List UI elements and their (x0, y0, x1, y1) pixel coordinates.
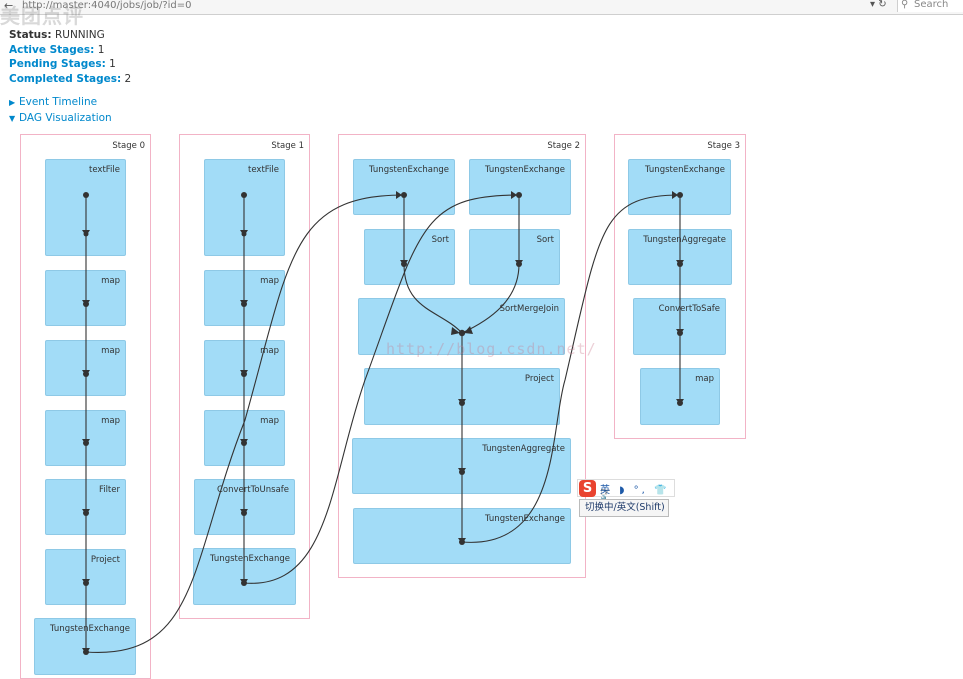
active-stages-value: 1 (97, 43, 105, 56)
node-label: TungstenExchange (210, 554, 290, 564)
completed-stages-link[interactable]: Completed Stages: (9, 72, 122, 85)
node-label: map (695, 374, 714, 384)
stage-1-label: Stage 1 (271, 141, 304, 151)
stage-2-node-sort-left[interactable]: Sort (364, 229, 455, 285)
search-icon: ⚲ (901, 0, 909, 10)
node-label: SortMergeJoin (499, 304, 559, 314)
node-label: TungstenAggregate (482, 444, 565, 454)
node-label: map (101, 346, 120, 356)
event-timeline-label[interactable]: Event Timeline (19, 96, 98, 108)
node-label: map (260, 346, 279, 356)
dag-visualization-label[interactable]: DAG Visualization (19, 111, 112, 124)
node-label: map (260, 276, 279, 286)
search-input[interactable]: ⚲ Search (897, 0, 963, 12)
node-label: Filter (98, 485, 120, 495)
edge-s2-to-s3 (461, 194, 681, 543)
search-placeholder: Search (914, 0, 949, 10)
edge-s2-right-join (461, 263, 520, 334)
url-text[interactable]: http://master:4040/jobs/job/?id=0 (22, 0, 192, 11)
ime-toolbar[interactable]: S 英 ◗ °, 👕 🔧 (577, 479, 675, 507)
node-label: map (101, 276, 120, 286)
site-logo-watermark: 美团点评 (0, 4, 84, 28)
dag-visualization-toggle[interactable]: ▼DAG Visualization (9, 111, 112, 127)
ime-tooltip: 切换中/英文(Shift) (579, 499, 669, 517)
node-label: TungstenExchange (369, 165, 449, 175)
node-label: map (260, 416, 279, 426)
node-label: ConvertToUnsafe (216, 485, 289, 495)
status-label: Status: (9, 29, 52, 41)
node-label: Sort (431, 235, 449, 245)
status-value: RUNNING (54, 29, 105, 41)
active-stages-link[interactable]: Active Stages: (9, 43, 95, 56)
stage-0-label: Stage 0 (112, 141, 145, 151)
stage-2-label: Stage 2 (547, 141, 580, 151)
sogou-logo-icon[interactable]: S (579, 480, 596, 497)
pending-stages-link[interactable]: Pending Stages: (9, 58, 106, 70)
blog-watermark: http://blog.csdn.net/ (386, 340, 597, 358)
edge-s0-to-s2 (85, 194, 405, 653)
stage-0-node-tungstenexchange[interactable]: TungstenExchange (34, 618, 136, 675)
node-label: textFile (89, 165, 120, 175)
back-arrow-icon[interactable]: ← (4, 0, 14, 12)
node-label: textFile (248, 165, 279, 175)
node-label: Project (90, 555, 120, 565)
triangle-right-icon: ▶ (9, 98, 16, 107)
completed-stages-value: 2 (124, 72, 132, 85)
stage-2-node-tungstenexchange-right[interactable]: TungstenExchange (469, 159, 571, 215)
toggle-section: ▶Event Timeline ▼DAG Visualization (9, 95, 112, 126)
node-label: map (101, 416, 120, 426)
node-label: Project (524, 374, 554, 384)
node-label: TungstenAggregate (643, 235, 726, 245)
node-label: ConvertToSafe (658, 304, 720, 314)
stage-2-node-sort-right[interactable]: Sort (469, 229, 560, 285)
node-label: TungstenExchange (50, 624, 130, 634)
reload-icon[interactable]: ▾ ↻ (870, 0, 887, 10)
completed-stages-row[interactable]: Completed Stages: 2 (9, 72, 131, 87)
stage-3-label: Stage 3 (707, 141, 740, 151)
mouse-cursor-icon: ☞ (600, 485, 611, 499)
job-summary: Status: RUNNING Active Stages: 1 Pending… (9, 28, 131, 86)
event-timeline-toggle[interactable]: ▶Event Timeline (9, 95, 112, 111)
triangle-down-icon: ▼ (9, 113, 16, 123)
edge-s1-to-s2 (243, 194, 520, 584)
status-row: Status: RUNNING (9, 28, 131, 43)
edge-s2-left-join (403, 263, 463, 334)
node-label: TungstenExchange (645, 165, 725, 175)
pending-stages-row[interactable]: Pending Stages: 1 (9, 57, 131, 72)
node-label: Sort (536, 235, 554, 245)
active-stages-row[interactable]: Active Stages: 1 (9, 43, 131, 58)
node-label: TungstenExchange (485, 165, 565, 175)
pending-stages-value: 1 (109, 58, 116, 70)
address-bar[interactable]: ← http://master:4040/jobs/job/?id=0 ▾ ↻ … (0, 0, 963, 15)
